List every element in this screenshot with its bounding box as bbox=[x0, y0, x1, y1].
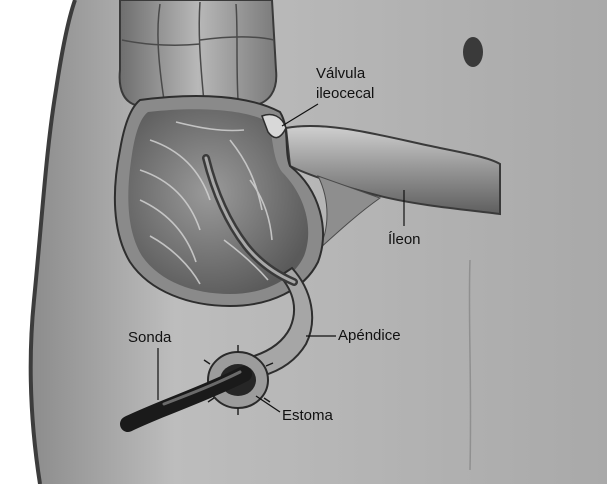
navel bbox=[463, 37, 483, 67]
label-valve-line1: Válvula bbox=[316, 65, 366, 82]
label-stoma: Estoma bbox=[282, 407, 334, 424]
ascending-colon bbox=[120, 0, 277, 106]
label-probe: Sonda bbox=[128, 329, 172, 346]
label-appendix: Apéndice bbox=[338, 327, 401, 344]
label-valve-line2: ileocecal bbox=[316, 85, 374, 102]
label-ileum: Íleon bbox=[388, 231, 421, 248]
